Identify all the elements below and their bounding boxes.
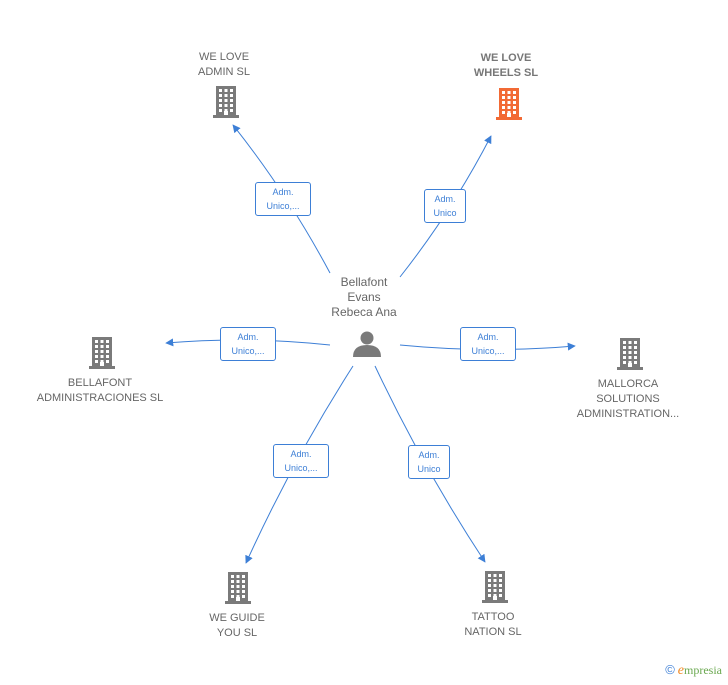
role-badge-tattoo-nation[interactable]: Adm. Unico <box>408 445 450 479</box>
role-badge-bellafont-administraciones[interactable]: Adm. Unico,... <box>220 327 276 361</box>
company-label-line: WE LOVE <box>480 52 532 64</box>
role-badge-line: Unico <box>417 464 441 474</box>
building-icon[interactable] <box>482 571 508 603</box>
role-badge-line: Adm. <box>290 449 312 459</box>
person-name-line: Bellafont <box>340 275 388 289</box>
company-label-line: WE GUIDE <box>209 612 265 624</box>
building-icon[interactable] <box>225 572 251 604</box>
brand-initial: e <box>677 663 684 678</box>
role-badge-line: Adm. <box>272 187 294 197</box>
company-label-line: YOU SL <box>216 627 258 639</box>
person-name-line: Evans <box>347 290 381 304</box>
role-badge-we-love-admin[interactable]: Adm. Unico,... <box>255 182 311 216</box>
person-name-line: Rebeca Ana <box>331 305 397 319</box>
role-badge-mallorca-solutions[interactable]: Adm. Unico,... <box>460 327 516 361</box>
role-badge-we-love-wheels[interactable]: Adm. Unico <box>424 189 466 223</box>
company-label-line: ADMINISTRATION... <box>576 408 680 420</box>
company-label-line: WE LOVE <box>198 51 250 63</box>
company-label-we-love-wheels[interactable]: WE LOVE WHEELS SL <box>474 51 538 81</box>
empresia-watermark[interactable]: © empresia <box>665 662 722 679</box>
role-badge-line: Unico <box>433 208 457 218</box>
company-label-line: WHEELS SL <box>473 67 539 79</box>
company-label-line: MALLORCA <box>597 378 659 390</box>
company-label-line: TATTOO <box>471 611 515 623</box>
role-badge-line: Unico,... <box>471 346 505 356</box>
role-badge-line: Adm. <box>434 194 456 204</box>
person-icon[interactable] <box>353 331 381 358</box>
company-label-line: SOLUTIONS <box>596 393 660 405</box>
role-badge-line: Adm. <box>237 332 259 342</box>
company-label-line: BELLAFONT <box>67 377 133 389</box>
company-label-line: NATION SL <box>464 626 522 638</box>
company-label-tattoo-nation[interactable]: TATTOO NATION SL <box>464 610 521 640</box>
company-label-line: ADMINISTRACIONES SL <box>36 392 164 404</box>
company-label-line: ADMIN SL <box>198 66 250 78</box>
role-badge-line: Adm. <box>477 332 499 342</box>
building-icon[interactable] <box>89 337 115 369</box>
company-label-we-love-admin[interactable]: WE LOVE ADMIN SL <box>198 50 250 80</box>
building-icon[interactable] <box>213 86 239 118</box>
role-badge-line: Unico,... <box>231 346 265 356</box>
company-label-bellafont-administraciones[interactable]: BELLAFONT ADMINISTRACIONES SL <box>37 376 164 406</box>
brand-name: mpresia <box>684 663 722 677</box>
role-badge-line: Adm. <box>418 450 440 460</box>
role-badge-we-guide-you[interactable]: Adm. Unico,... <box>273 444 329 478</box>
building-icon[interactable] <box>617 338 643 370</box>
role-badge-line: Unico,... <box>266 201 300 211</box>
role-badge-line: Unico,... <box>284 463 318 473</box>
company-label-we-guide-you[interactable]: WE GUIDE YOU SL <box>209 611 265 641</box>
company-label-mallorca-solutions[interactable]: MALLORCA SOLUTIONS ADMINISTRATION... <box>577 377 679 422</box>
copyright-symbol: © <box>665 662 675 677</box>
building-icon[interactable] <box>496 88 522 120</box>
